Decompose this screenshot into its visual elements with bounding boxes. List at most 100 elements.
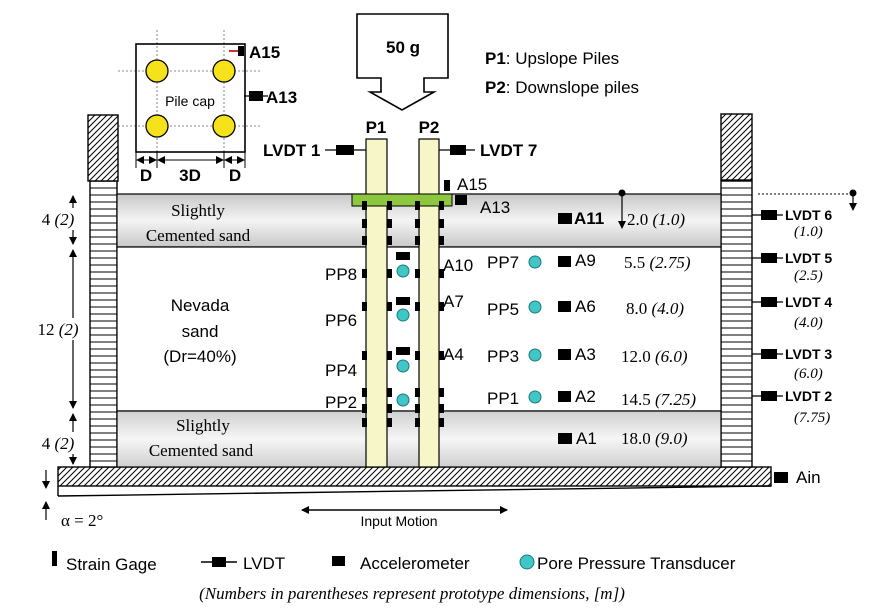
- a6-label: A6: [575, 297, 596, 316]
- lvdt2-value: (7.75): [794, 410, 830, 426]
- strain-gage: [415, 236, 420, 245]
- cap-a13-label: A13: [266, 88, 297, 107]
- strain-gage: [439, 351, 444, 360]
- lvdt6-value: (1.0): [794, 224, 823, 240]
- input-motion: Input Motion: [301, 506, 508, 529]
- lvdt3-label: LVDT 3: [785, 346, 832, 362]
- accelerometer-icon: [558, 433, 572, 444]
- a11-label: A11: [574, 209, 604, 228]
- strain-gage: [439, 236, 444, 245]
- strain-gage: [362, 236, 367, 245]
- soil-sensors: A11 2.0 (1.0) PP7 A9 5.5 (2.75) PP5 A6 8…: [487, 189, 696, 448]
- pile-circle: [145, 59, 169, 83]
- lvdt-icon: [212, 557, 226, 567]
- depth-a9: 5.5 (2.75): [624, 253, 691, 272]
- strain-gage: [362, 388, 367, 397]
- accelerometer-icon: [238, 46, 244, 56]
- dim-d-right: D: [229, 166, 241, 185]
- lvdt2-label: LVDT 2: [785, 388, 832, 404]
- sensor-legend: Strain Gage LVDT Accelerometer Pore Pres…: [52, 551, 736, 574]
- load-label: 50 g: [386, 38, 420, 57]
- strain-gage: [387, 388, 392, 397]
- lvdt-icon: [761, 210, 777, 220]
- load-arrow-box: 50 g: [356, 13, 449, 111]
- strain-gage: [387, 418, 392, 427]
- accelerometer-icon: [558, 349, 571, 360]
- accelerometer-icon: [774, 472, 788, 483]
- strain-gage: [415, 219, 420, 228]
- a10-label: A10: [443, 256, 473, 275]
- accelerometer-icon: [558, 256, 571, 267]
- a9-label: A9: [575, 251, 596, 270]
- pp4-label: PP4: [325, 361, 357, 380]
- accelerometer-icon: [396, 252, 410, 260]
- depth-a2: 14.5 (7.25): [621, 390, 696, 409]
- cap-a13-side: A13: [480, 198, 510, 217]
- ppt-icon: [396, 359, 410, 373]
- strain-gage: [415, 351, 420, 360]
- bottom-layer-line2: Cemented sand: [149, 441, 254, 460]
- pile-sensors: PP8 PP6 PP4 PP2 A10 A7 A4: [325, 252, 473, 412]
- depth-a11: 2.0 (1.0): [627, 210, 685, 229]
- strain-gage: [439, 269, 444, 278]
- legend-accelerometer: Accelerometer: [360, 554, 470, 573]
- middle-layer-line1: Nevada: [171, 296, 230, 315]
- pile-legend: P1: Upslope Piles P2: Downslope piles: [485, 49, 639, 97]
- pp5-label: PP5: [487, 300, 519, 319]
- legend-ppt: Pore Pressure Transducer: [537, 554, 736, 573]
- ppt-icon: [528, 255, 542, 269]
- left-wall-top: [87, 114, 119, 182]
- legend-p2: P2: Downslope piles: [485, 78, 639, 97]
- lvdt-icon: [761, 297, 777, 307]
- left-dimensions: 4 (2) 12 (2) 4 (2): [30, 195, 86, 465]
- dim-middle-layer: 12 (2): [37, 320, 78, 339]
- cap-accelerometers: A15 A13: [444, 175, 510, 217]
- strain-gage: [387, 404, 392, 413]
- accelerometer-icon: [455, 195, 467, 205]
- strain-gage: [439, 219, 444, 228]
- accelerometer-icon: [558, 391, 571, 402]
- cap-a15-label: A15: [249, 43, 280, 62]
- depth-a3: 12.0 (6.0): [621, 347, 688, 366]
- pile-p1: [365, 138, 388, 468]
- strain-gage: [362, 302, 367, 311]
- container-base: [57, 466, 772, 487]
- lvdt4-value: (4.0): [794, 315, 823, 331]
- ppt-icon: [396, 308, 410, 322]
- strain-gage: [387, 236, 392, 245]
- strain-gage: [439, 418, 444, 427]
- lvdt5-label: LVDT 5: [785, 250, 832, 266]
- pile-circle: [212, 59, 236, 83]
- lvdt-icon: [761, 349, 777, 359]
- strain-gage: [362, 418, 367, 427]
- strain-gage: [415, 269, 420, 278]
- accelerometer-icon: [396, 347, 410, 355]
- accelerometer-icon: [444, 180, 450, 191]
- pp1-label: PP1: [487, 389, 519, 408]
- strain-gage: [415, 418, 420, 427]
- piles: P1 P2: [351, 118, 453, 468]
- strain-gage: [387, 201, 392, 210]
- strain-gage: [362, 219, 367, 228]
- strain-gage: [439, 201, 444, 210]
- pp2-label: PP2: [325, 393, 357, 412]
- input-motion-label: Input Motion: [360, 513, 437, 529]
- lvdt5-value: (2.5): [794, 268, 823, 284]
- lvdt6-label: LVDT 6: [785, 207, 832, 223]
- ppt-icon: [396, 264, 410, 278]
- pile-p2: [418, 138, 440, 468]
- right-laminar-wall: [720, 180, 753, 468]
- bottom-layer-line1: Slightly: [176, 416, 230, 435]
- middle-layer-line2: sand: [182, 322, 219, 341]
- strain-gage: [387, 269, 392, 278]
- left-laminar-wall: [89, 180, 118, 468]
- legend-lvdt: LVDT: [243, 554, 285, 573]
- strain-gage: [439, 302, 444, 311]
- accelerometer-icon: [332, 556, 345, 566]
- strain-gage: [387, 302, 392, 311]
- depth-a6: 8.0 (4.0): [626, 299, 684, 318]
- a1-label: A1: [576, 429, 597, 448]
- ain-label: Ain: [796, 468, 821, 487]
- right-lvdts: LVDT 6 (1.0) LVDT 5 (2.5) LVDT 4 (4.0) L…: [752, 189, 857, 426]
